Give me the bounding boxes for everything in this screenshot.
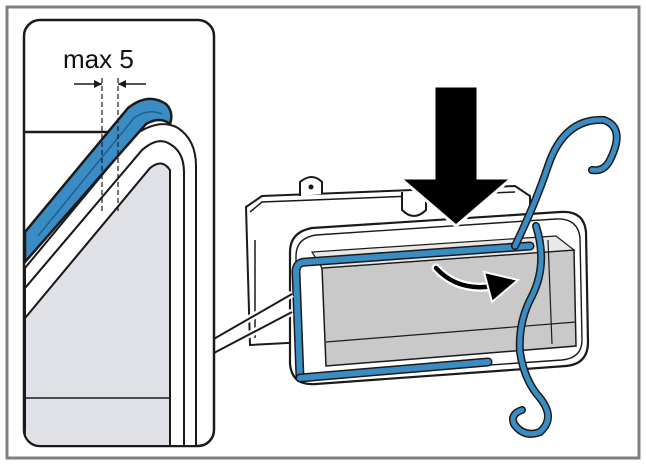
seal-strip-loose: [509, 115, 621, 438]
seal-strip-installed: [291, 241, 535, 383]
measurement-label: max 5: [63, 44, 134, 74]
callout-lines: [210, 290, 294, 358]
press-down-arrow: [395, 84, 517, 228]
detail-seal-strip: [25, 97, 173, 266]
dimension-indicator: [74, 78, 146, 212]
rotation-arrow: [431, 263, 521, 304]
detail-callout-panel: max 5: [22, 18, 216, 448]
duct-frame: [288, 210, 590, 386]
